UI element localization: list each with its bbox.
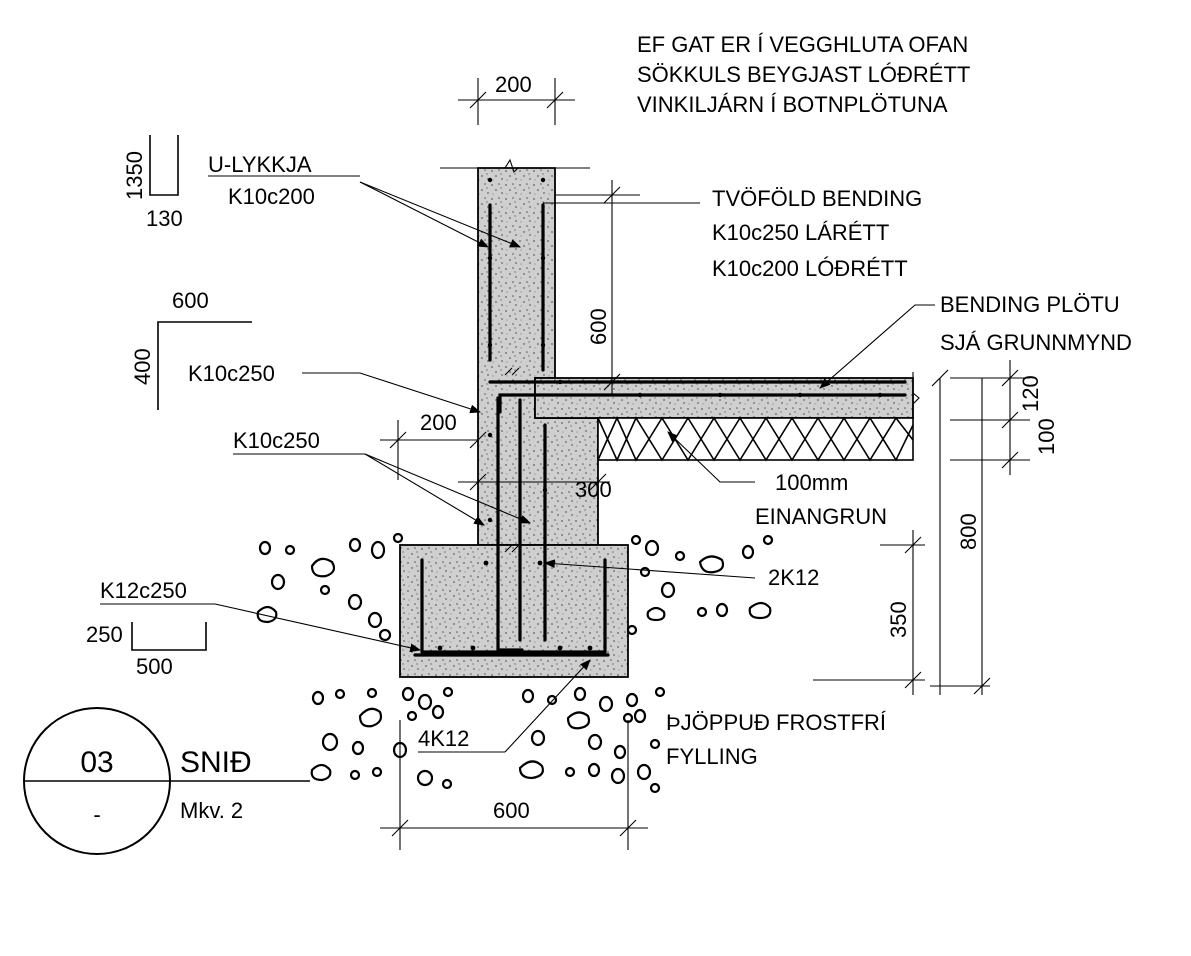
dim-wall-lower: 200 300 (380, 410, 612, 502)
dim-800-vertical: 800 (956, 513, 981, 550)
dim-600-footing: 600 (493, 798, 530, 823)
footing-bars-label: K12c250 (100, 578, 187, 603)
dim-600-vertical: 600 (586, 308, 611, 345)
k10c250-a-label-group: K10c250 (188, 361, 482, 414)
scale-label: Mkv. 2 (180, 798, 243, 823)
double-rebar-line1: TVÖFÖLD BENDING (712, 186, 922, 211)
section-title: SNIÐ (180, 746, 252, 779)
dim-footing-width: 600 (380, 720, 648, 850)
gravel-fill (256, 532, 774, 794)
slab-rebar-line1: BENDING PLÖTU (940, 292, 1120, 317)
dim-200-lower: 200 (420, 410, 457, 435)
slab-break-line (912, 372, 920, 425)
k10c250-b-label-group: K10c250 (233, 428, 532, 526)
footing-bars-label-group: K12c250 (100, 578, 422, 653)
u-loop-shape: 1350 130 (122, 135, 183, 231)
double-rebar-label-group: TVÖFÖLD BENDING K10c250 LÁRÉTT K10c200 L… (543, 186, 922, 281)
fill-line2: FYLLING (666, 744, 758, 769)
slab-rebar-label-group: BENDING PLÖTU SJÁ GRUNNMYND (819, 292, 1132, 389)
section-number: 03 (80, 746, 113, 779)
dim-100-vertical: 100 (1034, 418, 1059, 455)
bars-4k12-label-group: 4K12 (418, 659, 591, 753)
insulation-line1: 100mm (775, 470, 848, 495)
bars-4k12-label: 4K12 (418, 726, 469, 751)
bars-2k12-label: 2K12 (768, 565, 819, 590)
slab-rebar-line2: SJÁ GRUNNMYND (940, 330, 1132, 355)
footing-u-500: 500 (136, 654, 173, 679)
dim-right-side: 600 120 100 800 350 (555, 180, 1059, 695)
fill-line1: ÞJÖPPUÐ FROSTFRÍ (666, 710, 887, 735)
angle-400: 400 (130, 348, 155, 385)
concrete-slab (534, 377, 914, 419)
dim-wall-width-label: 200 (495, 72, 532, 97)
u-loop-title: U-LYKKJA (208, 152, 312, 177)
dim-wall-width: 200 (458, 72, 575, 125)
wall-break-line (440, 158, 590, 174)
dim-120-vertical: 120 (1018, 375, 1043, 412)
u-loop-spec: K10c200 (228, 184, 315, 209)
hole-note-line3: VINKILJÁRN Í BOTNPLÖTUNA (637, 92, 948, 117)
title-block: 03 - SNIÐ Mkv. 2 (23, 707, 310, 855)
double-rebar-line2: K10c250 LÁRÉTT (712, 220, 889, 245)
dim-350-vertical: 350 (886, 601, 911, 638)
sheet-ref: - (93, 802, 100, 827)
k10c250-a-label: K10c250 (188, 361, 275, 386)
insulation-line2: EINANGRUN (755, 504, 887, 529)
double-rebar-line3: K10c200 LÓÐRÉTT (712, 256, 908, 281)
hole-note-line2: SÖKKULS BEYGJAST LÓÐRÉTT (637, 62, 970, 87)
concrete-footing (399, 544, 629, 678)
u-loop-label-group: U-LYKKJA K10c200 (208, 152, 522, 248)
footing-u-shape: 250 500 (86, 622, 207, 679)
u-loop-1350: 1350 (122, 151, 147, 200)
insulation-label-group: 100mm EINANGRUN (667, 431, 887, 529)
footing-u-250: 250 (86, 622, 123, 647)
dim-300-lower: 300 (575, 477, 612, 502)
angle-shape: 600 400 (130, 288, 252, 410)
hole-note-line1: EF GAT ER Í VEGGHLUTA OFAN (637, 32, 968, 57)
k10c250-b-label: K10c250 (233, 428, 320, 453)
angle-600: 600 (172, 288, 209, 313)
bars-2k12-label-group: 2K12 (543, 559, 819, 590)
u-loop-130: 130 (146, 206, 183, 231)
insulation-layer (597, 416, 914, 462)
